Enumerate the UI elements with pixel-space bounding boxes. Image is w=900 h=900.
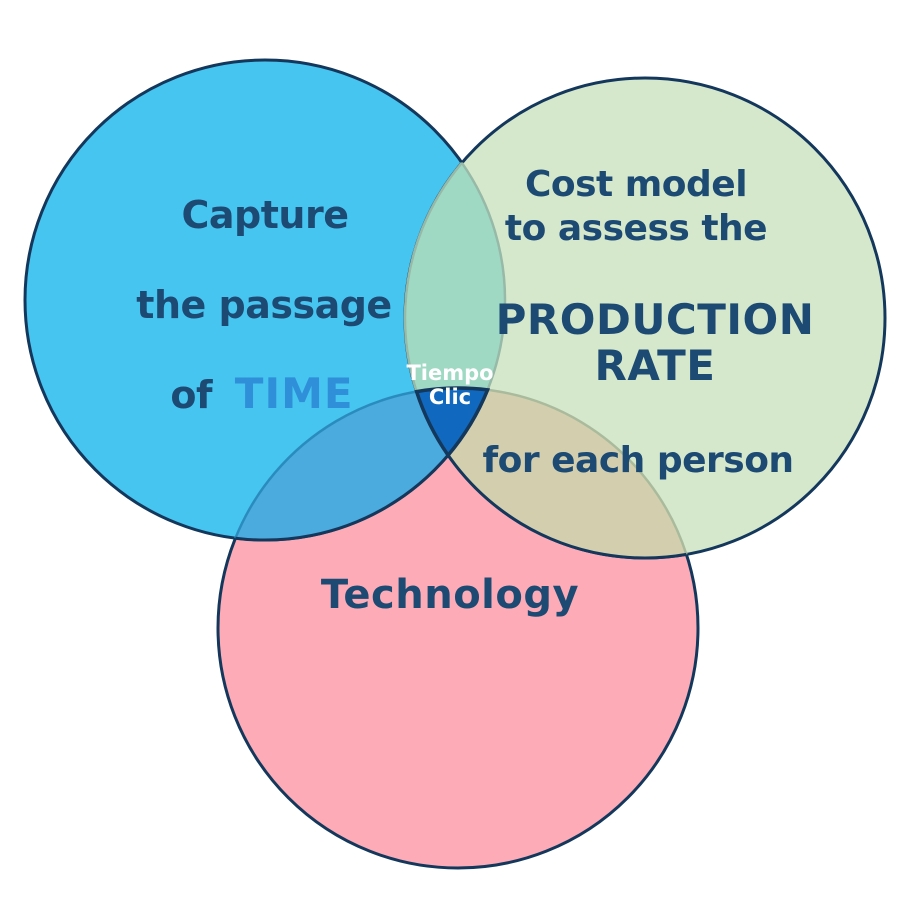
cost-label-line4: RATE [595,341,716,390]
center-label-line2: Clic [429,385,471,409]
cost-label-line3: PRODUCTION [496,295,815,344]
cost-label-line2: to assess the [505,208,767,249]
time-label-line1: Capture [182,193,349,237]
time-label-line2: the passage [136,283,391,327]
time-label-line3: of TIME [170,369,353,418]
center-label-line1: Tiempo [406,361,493,385]
time-cost-overlap [404,162,506,456]
center-overlap [414,386,491,459]
technology-label: Technology [321,572,579,618]
cost-technology-overlap [416,388,687,558]
time-label-highlight: TIME [235,369,354,418]
cost-label-line5: for each person [482,440,793,481]
time-label-of: of [170,373,213,417]
time-technology-overlap [235,387,488,541]
cost-label-line1: Cost model [525,164,747,205]
